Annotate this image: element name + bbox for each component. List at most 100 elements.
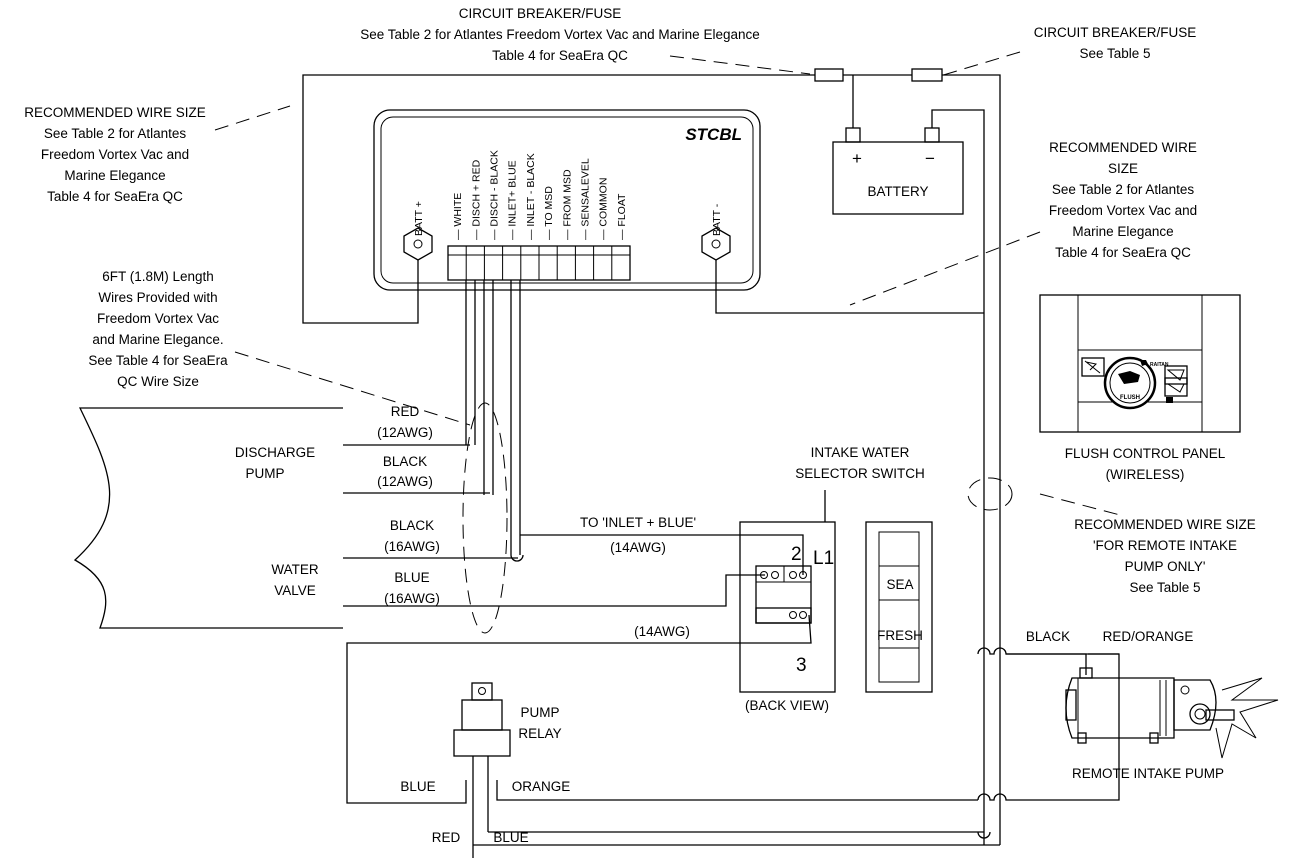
length-note-line3: Freedom Vortex Vac bbox=[97, 311, 219, 326]
remote-wire-line2: 'FOR REMOTE INTAKE bbox=[1093, 538, 1237, 553]
selector-switch: INTAKE WATER SELECTOR SWITCH 2 L1 3 (BAC… bbox=[739, 445, 933, 713]
terminal-label: — DISCH + RED bbox=[470, 159, 482, 240]
terminal-label: — WHITE bbox=[452, 193, 464, 240]
terminal-label: — SENSALEVEL bbox=[580, 158, 592, 240]
terminal-3-label: 3 bbox=[796, 655, 807, 676]
terminal-label: — COMMON bbox=[598, 178, 610, 240]
black-16awg-1: BLACK bbox=[390, 518, 434, 533]
length-note-callout: 6FT (1.8M) Length Wires Provided with Fr… bbox=[88, 269, 228, 389]
pump-valve-outline: DISCHARGE PUMP WATER VALVE bbox=[73, 407, 343, 629]
remote-wire-line4: See Table 5 bbox=[1129, 580, 1200, 595]
leader-lines bbox=[214, 51, 1121, 634]
terminal-label: — TO MSD bbox=[543, 186, 555, 240]
brand-logo-icon bbox=[1140, 360, 1148, 366]
length-note-line5: See Table 4 for SeaEra bbox=[88, 353, 228, 368]
circuit-breaker-left bbox=[814, 68, 844, 82]
remote-wire-callout: RECOMMENDED WIRE SIZE 'FOR REMOTE INTAKE… bbox=[1074, 517, 1256, 595]
remote-intake-pump: BLACK RED/ORANGE REMOTE INTAKE PUMP bbox=[1006, 629, 1279, 781]
controller-stcbl: STCBL BATT + BATT - — WHITE — DISCH + RED… bbox=[373, 109, 761, 291]
red-12awg-2: (12AWG) bbox=[377, 425, 433, 440]
wire-size-right-title: RECOMMENDED WIRE bbox=[1049, 140, 1197, 155]
panel-button-bottom-right[interactable] bbox=[1164, 377, 1188, 397]
blue-16awg-2: (16AWG) bbox=[384, 591, 440, 606]
panel-button-top-right[interactable] bbox=[1164, 365, 1188, 385]
remote-wire-line3: PUMP ONLY' bbox=[1125, 559, 1206, 574]
remote-pump-label: REMOTE INTAKE PUMP bbox=[1072, 766, 1224, 781]
back-view-label: (BACK VIEW) bbox=[745, 698, 829, 713]
breaker-right-callout: CIRCUIT BREAKER/FUSE See Table 5 bbox=[1034, 25, 1197, 61]
battery-minus-sign: − bbox=[925, 149, 935, 168]
water-valve-label-2: VALVE bbox=[274, 583, 316, 598]
breaker-left-callout: CIRCUIT BREAKER/FUSE See Table 2 for Atl… bbox=[360, 6, 760, 63]
power-wires bbox=[302, 74, 1001, 845]
terminal-label: — DISCH - BLACK bbox=[489, 150, 501, 240]
relay-orange-label: ORANGE bbox=[512, 779, 571, 794]
remote-pump-redorange-label: RED/ORANGE bbox=[1103, 629, 1194, 644]
length-note-line1: 6FT (1.8M) Length bbox=[102, 269, 214, 284]
water-valve-label-1: WATER bbox=[271, 562, 318, 577]
wire-size-right-line6: Table 4 for SeaEra QC bbox=[1055, 245, 1191, 260]
relay-blue2-label: BLUE bbox=[493, 830, 528, 845]
remote-pump-black-label: BLACK bbox=[1026, 629, 1070, 644]
wire-size-right-line3: See Table 2 for Atlantes bbox=[1052, 182, 1195, 197]
to-inlet-blue-label: TO 'INLET + BLUE' bbox=[580, 515, 696, 530]
length-note-line6: QC Wire Size bbox=[117, 374, 199, 389]
circuit-breaker-right bbox=[911, 68, 943, 82]
awg14-relay-label: (14AWG) bbox=[634, 624, 690, 639]
panel-button-top-left[interactable] bbox=[1081, 357, 1105, 377]
discharge-pump-label-1: DISCHARGE bbox=[235, 445, 315, 460]
flush-button-label: FLUSH bbox=[1120, 395, 1140, 401]
indicator-light-icon bbox=[1166, 397, 1173, 403]
wire-size-right-line5: Marine Elegance bbox=[1072, 224, 1173, 239]
wire-size-right-callout: RECOMMENDED WIRE SIZE See Table 2 for At… bbox=[1049, 140, 1197, 260]
selector-title-2: SELECTOR SWITCH bbox=[795, 466, 925, 481]
black-12awg-2: (12AWG) bbox=[377, 474, 433, 489]
wire-labels: RED (12AWG) BLACK (12AWG) BLACK (16AWG) … bbox=[377, 404, 696, 639]
breaker-right-title: CIRCUIT BREAKER/FUSE bbox=[1034, 25, 1197, 40]
terminal-l1-label: L1 bbox=[813, 548, 834, 569]
black-12awg-1: BLACK bbox=[383, 454, 427, 469]
breaker-left-title: CIRCUIT BREAKER/FUSE bbox=[459, 6, 622, 21]
black-16awg-2: (16AWG) bbox=[384, 539, 440, 554]
batt-minus-label: BATT - bbox=[711, 203, 723, 236]
battery-plus-sign: + bbox=[852, 149, 862, 168]
wire-size-left-title: RECOMMENDED WIRE SIZE bbox=[24, 105, 206, 120]
wire-size-left-line5: Table 4 for SeaEra QC bbox=[47, 189, 183, 204]
battery: + − BATTERY bbox=[832, 127, 964, 215]
terminal-2-label: 2 bbox=[791, 544, 802, 565]
length-note-line4: and Marine Elegance. bbox=[92, 332, 223, 347]
terminal-label: — INLET - BLACK bbox=[525, 153, 537, 240]
selector-title-1: INTAKE WATER bbox=[811, 445, 910, 460]
terminal-label: — FROM MSD bbox=[561, 169, 573, 240]
wire-size-right-line2: SIZE bbox=[1108, 161, 1138, 176]
terminal-label: — FLOAT bbox=[616, 193, 628, 240]
length-note-line2: Wires Provided with bbox=[98, 290, 217, 305]
fresh-position-label[interactable]: FRESH bbox=[877, 628, 923, 643]
awg14-inlet-label: (14AWG) bbox=[610, 540, 666, 555]
sea-position-label[interactable]: SEA bbox=[886, 577, 913, 592]
selector-back-view bbox=[739, 521, 836, 693]
discharge-pump-label-2: PUMP bbox=[245, 466, 284, 481]
terminal-label: — INLET+ BLUE bbox=[507, 160, 519, 240]
wire-size-right-line4: Freedom Vortex Vac and bbox=[1049, 203, 1197, 218]
wire-size-left-line2: See Table 2 for Atlantes bbox=[44, 126, 187, 141]
relay-red-label: RED bbox=[432, 830, 461, 845]
pump-relay-label-2: RELAY bbox=[518, 726, 561, 741]
panel-brand: RAITAN bbox=[1150, 362, 1169, 368]
blue-16awg-1: BLUE bbox=[394, 570, 429, 585]
flush-control-panel[interactable]: FLUSH RAITAN FLUSH CONTROL PANEL (WIRELE… bbox=[1039, 294, 1241, 482]
batt-plus-label: BATT + bbox=[413, 201, 425, 236]
breaker-right-line2: See Table 5 bbox=[1079, 46, 1150, 61]
selector-front-face bbox=[865, 521, 933, 693]
wire-size-left-line4: Marine Elegance bbox=[64, 168, 165, 183]
relay-circuit: PUMP RELAY BLUE ORANGE RED BLUE bbox=[346, 614, 1120, 858]
breaker-left-line3: Table 4 for SeaEra QC bbox=[492, 48, 628, 63]
flush-panel-label-1: FLUSH CONTROL PANEL bbox=[1065, 446, 1226, 461]
breaker-left-line2: See Table 2 for Atlantes Freedom Vortex … bbox=[360, 27, 760, 42]
controller-wires bbox=[343, 280, 804, 607]
red-12awg-1: RED bbox=[391, 404, 420, 419]
relay-blue-label: BLUE bbox=[400, 779, 435, 794]
controller-name: STCBL bbox=[685, 125, 742, 144]
pump-relay bbox=[453, 729, 511, 757]
